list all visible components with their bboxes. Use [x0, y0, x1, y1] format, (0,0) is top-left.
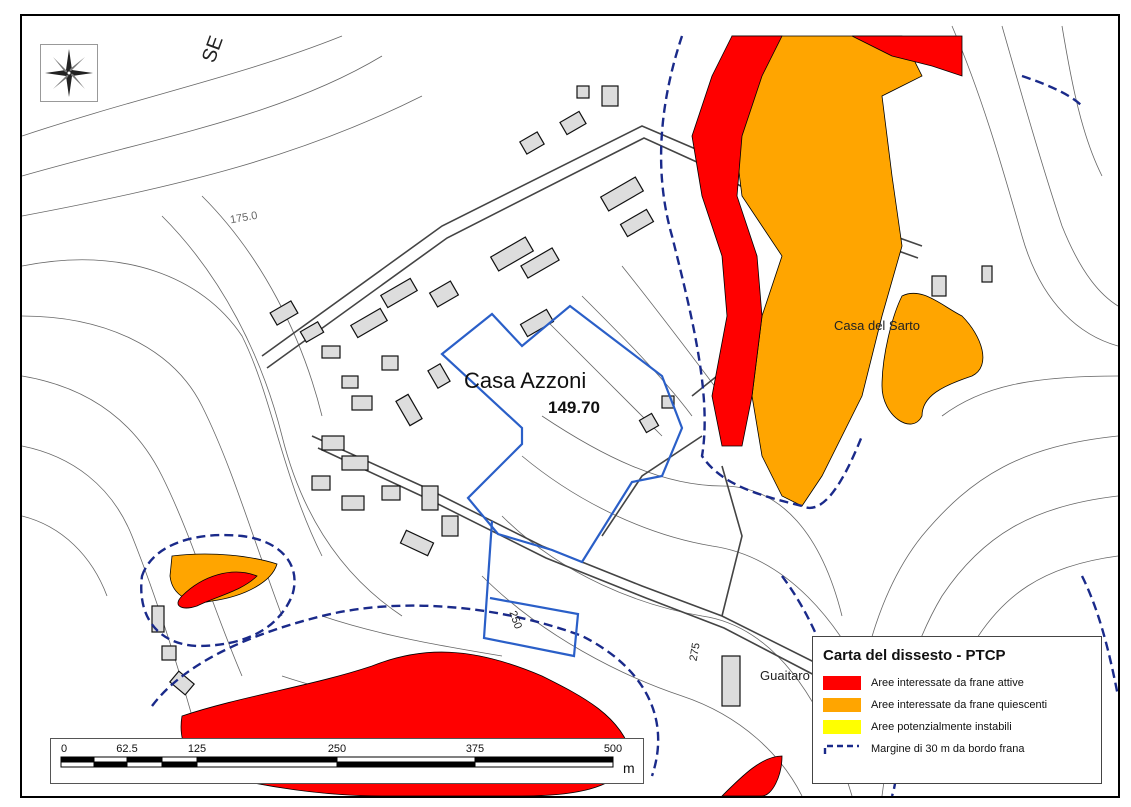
legend-swatch-quiescent [823, 698, 861, 712]
scale-bar-segments [60, 756, 614, 768]
site-boundary [440, 304, 684, 658]
elevation-label: 149.70 [548, 398, 600, 417]
legend-item-quiescent: Aree interessate da frane quiescenti [823, 694, 1091, 716]
legend-label-active: Aree interessate da frane attive [871, 677, 1024, 689]
legend-item-unstable: Aree potenzialmente instabili [823, 716, 1091, 738]
map-legend: Carta del dissesto - PTCP Aree interessa… [812, 636, 1102, 784]
scale-tick-1: 62.5 [116, 743, 137, 755]
legend-item-margin: Margine di 30 m da bordo frana [823, 738, 1091, 760]
legend-label-unstable: Aree potenzialmente instabili [871, 721, 1012, 733]
casa-del-sarto-label: Casa del Sarto [834, 318, 920, 333]
scale-bar: 0 62.5 125 250 375 500 m [50, 738, 644, 784]
scale-tick-4: 375 [466, 743, 484, 755]
scale-unit: m [623, 760, 635, 776]
scale-bar-ticks: 0 62.5 125 250 375 500 m [61, 743, 635, 776]
scale-tick-0: 0 [61, 743, 67, 755]
place-label: Casa Azzoni [464, 368, 587, 393]
map-canvas [22, 25, 1118, 796]
legend-swatch-active [823, 676, 861, 690]
legend-label-margin: Margine di 30 m da bordo frana [871, 743, 1025, 755]
buildings [151, 85, 993, 707]
map-frame: Casa Azzoni 149.70 Casa del Sarto Guaita… [20, 14, 1120, 798]
guaitaro-label: Guaitaro [760, 668, 810, 683]
compass-rose-icon [40, 44, 98, 102]
legend-title: Carta del dissesto - PTCP [823, 647, 1006, 664]
scale-tick-2: 125 [188, 743, 206, 755]
legend-label-quiescent: Aree interessate da frane quiescenti [871, 699, 1048, 711]
legend-swatch-unstable [823, 720, 861, 734]
legend-swatch-margin [823, 744, 859, 754]
scale-tick-3: 250 [328, 743, 346, 755]
legend-item-active: Aree interessate da frane attive [823, 672, 1091, 694]
scale-tick-5: 500 [604, 743, 622, 755]
